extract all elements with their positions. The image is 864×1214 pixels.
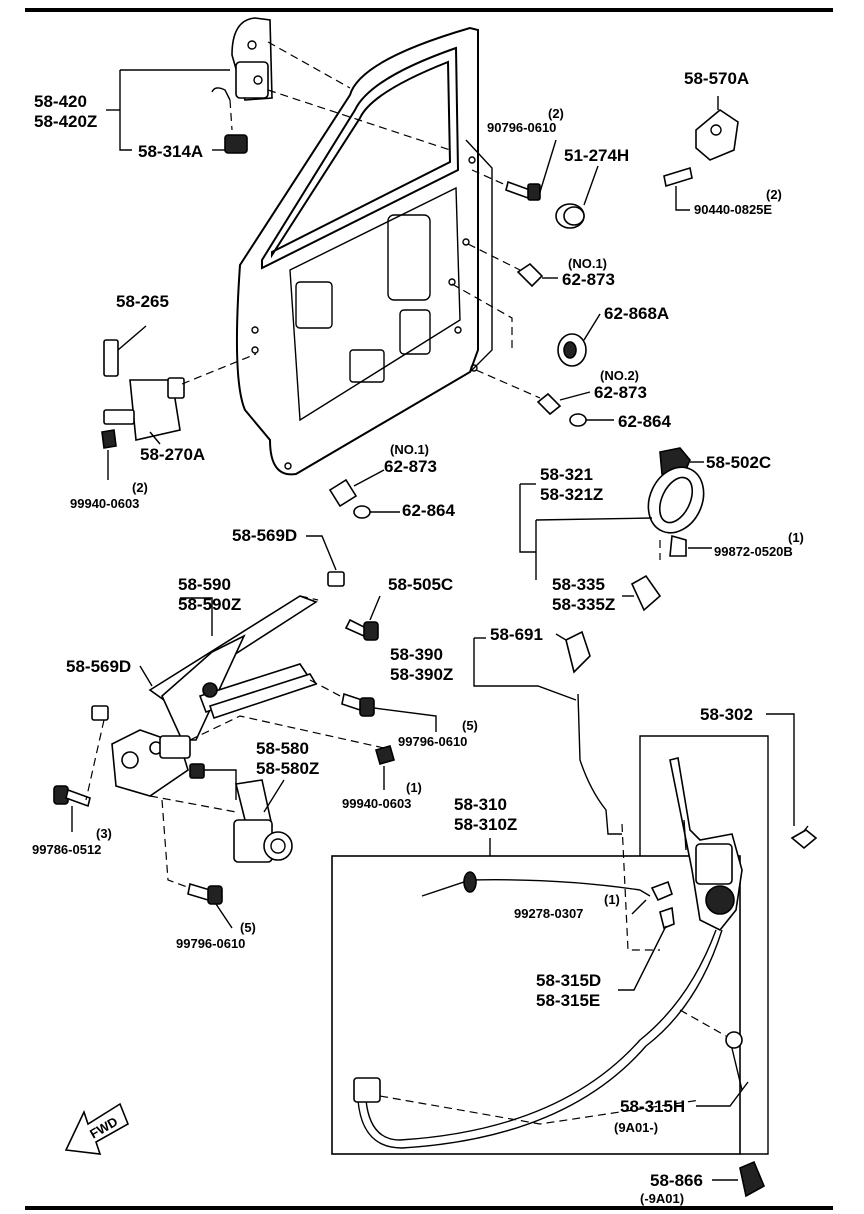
nut-99940-lower — [375, 745, 395, 765]
fwd-arrow-icon: FWD — [64, 1102, 130, 1155]
bolt-58-505c — [344, 618, 379, 641]
label-58-335z: 58-335Z — [552, 595, 615, 614]
part-labels: 58-420 58-420Z 58-314A (2) 90796-0610 51… — [32, 69, 804, 1206]
hinge-lower — [101, 339, 185, 449]
label-99786-qty: (3) — [96, 826, 112, 841]
label-58-302: 58-302 — [700, 705, 753, 724]
label-99940-qty-a: (2) — [132, 480, 148, 495]
window-regulator-58-590 — [111, 595, 318, 797]
label-58-866-note: (-9A01) — [640, 1191, 684, 1206]
label-99786: 99786-0512 — [32, 842, 101, 857]
pad-58-569d-lower — [91, 705, 109, 721]
top-border — [25, 8, 833, 12]
label-58-315d: 58-315D — [536, 971, 601, 990]
label-58-569d-b: 58-569D — [66, 657, 131, 676]
label-58-270a: 58-270A — [140, 445, 205, 464]
motor-58-580 — [189, 763, 293, 863]
cable-58-310 — [421, 871, 651, 897]
label-62-864-a: 62-864 — [618, 412, 671, 431]
label-99940-qty-b: (1) — [406, 780, 422, 795]
label-58-315h-note: (9A01-) — [614, 1120, 658, 1135]
bolt-99796-mid — [341, 692, 375, 717]
label-90796-qty: (2) — [548, 106, 564, 121]
label-58-310: 58-310 — [454, 795, 507, 814]
label-58-590: 58-590 — [178, 575, 231, 594]
label-58-590z: 58-590Z — [178, 595, 241, 614]
striker-58-570a — [695, 109, 739, 161]
bolt-99796-lower — [187, 882, 223, 905]
hinge-upper — [211, 17, 273, 154]
label-58-505c: 58-505C — [388, 575, 453, 594]
clip-99278 — [650, 880, 673, 902]
label-58-315e: 58-315E — [536, 991, 600, 1010]
label-99796-b: 99796-0610 — [176, 936, 245, 951]
label-58-321z: 58-321Z — [540, 485, 603, 504]
bottom-border — [25, 1206, 833, 1210]
label-no2: (NO.2) — [600, 368, 639, 383]
label-99872: 99872-0520B — [714, 544, 793, 559]
label-58-691: 58-691 — [490, 625, 543, 644]
label-99278-qty: (1) — [604, 892, 620, 907]
door-panel — [235, 26, 493, 476]
grommet-51-274h — [555, 203, 585, 229]
label-58-321: 58-321 — [540, 465, 593, 484]
label-58-335: 58-335 — [552, 575, 605, 594]
pad-58-569d-upper — [327, 571, 345, 587]
label-58-580z: 58-580Z — [256, 759, 319, 778]
label-62-873-b: 62-873 — [594, 383, 647, 402]
label-58-310z: 58-310Z — [454, 815, 517, 834]
label-58-502c: 58-502C — [706, 453, 771, 472]
bumper-62-873-mid — [536, 392, 587, 427]
label-99796-qty-a: (5) — [462, 718, 478, 733]
rod-58-390 — [565, 630, 622, 835]
label-99940-a: 99940-0603 — [70, 496, 139, 511]
label-62-873-c: 62-873 — [384, 457, 437, 476]
label-99796-qty-b: (5) — [240, 920, 256, 935]
label-99872-qty: (1) — [788, 530, 804, 545]
clip-58-315d — [659, 906, 675, 930]
screw-99786 — [53, 785, 91, 808]
bumper-62-873-lower — [328, 478, 371, 519]
label-no1-a: (NO.1) — [568, 256, 607, 271]
label-62-864-b: 62-864 — [402, 501, 455, 520]
bolt-90796 — [505, 180, 541, 201]
label-99940-b: 99940-0603 — [342, 796, 411, 811]
cable-58-315h — [353, 929, 743, 1149]
label-58-265: 58-265 — [116, 292, 169, 311]
label-no1-b: (NO.1) — [390, 442, 429, 457]
bumper-62-873-upper — [516, 262, 544, 288]
label-58-866: 58-866 — [650, 1171, 703, 1190]
label-58-569d-a: 58-569D — [232, 526, 297, 545]
door-lock-58-302 — [669, 757, 743, 932]
label-90796: 90796-0610 — [487, 120, 556, 135]
label-90440: 90440-0825E — [694, 202, 772, 217]
label-62-868a: 62-868A — [604, 304, 669, 323]
label-58-570a: 58-570A — [684, 69, 749, 88]
label-58-390: 58-390 — [390, 645, 443, 664]
label-58-420: 58-420 — [34, 92, 87, 111]
label-99278: 99278-0307 — [514, 906, 583, 921]
label-58-580: 58-580 — [256, 739, 309, 758]
inner-handle-58-321 — [647, 466, 705, 534]
grommet-62-868a — [557, 333, 587, 367]
label-51-274h: 51-274H — [564, 146, 629, 165]
label-62-873-a: 62-873 — [562, 270, 615, 289]
label-99796-a: 99796-0610 — [398, 734, 467, 749]
label-58-420z: 58-420Z — [34, 112, 97, 131]
lock-assembly-box — [331, 855, 741, 1155]
label-58-390z: 58-390Z — [390, 665, 453, 684]
label-90440-qty: (2) — [766, 187, 782, 202]
clip-58-866 — [739, 1160, 766, 1198]
label-58-315h: 58-315H — [620, 1097, 685, 1116]
label-58-314a: 58-314A — [138, 142, 203, 161]
